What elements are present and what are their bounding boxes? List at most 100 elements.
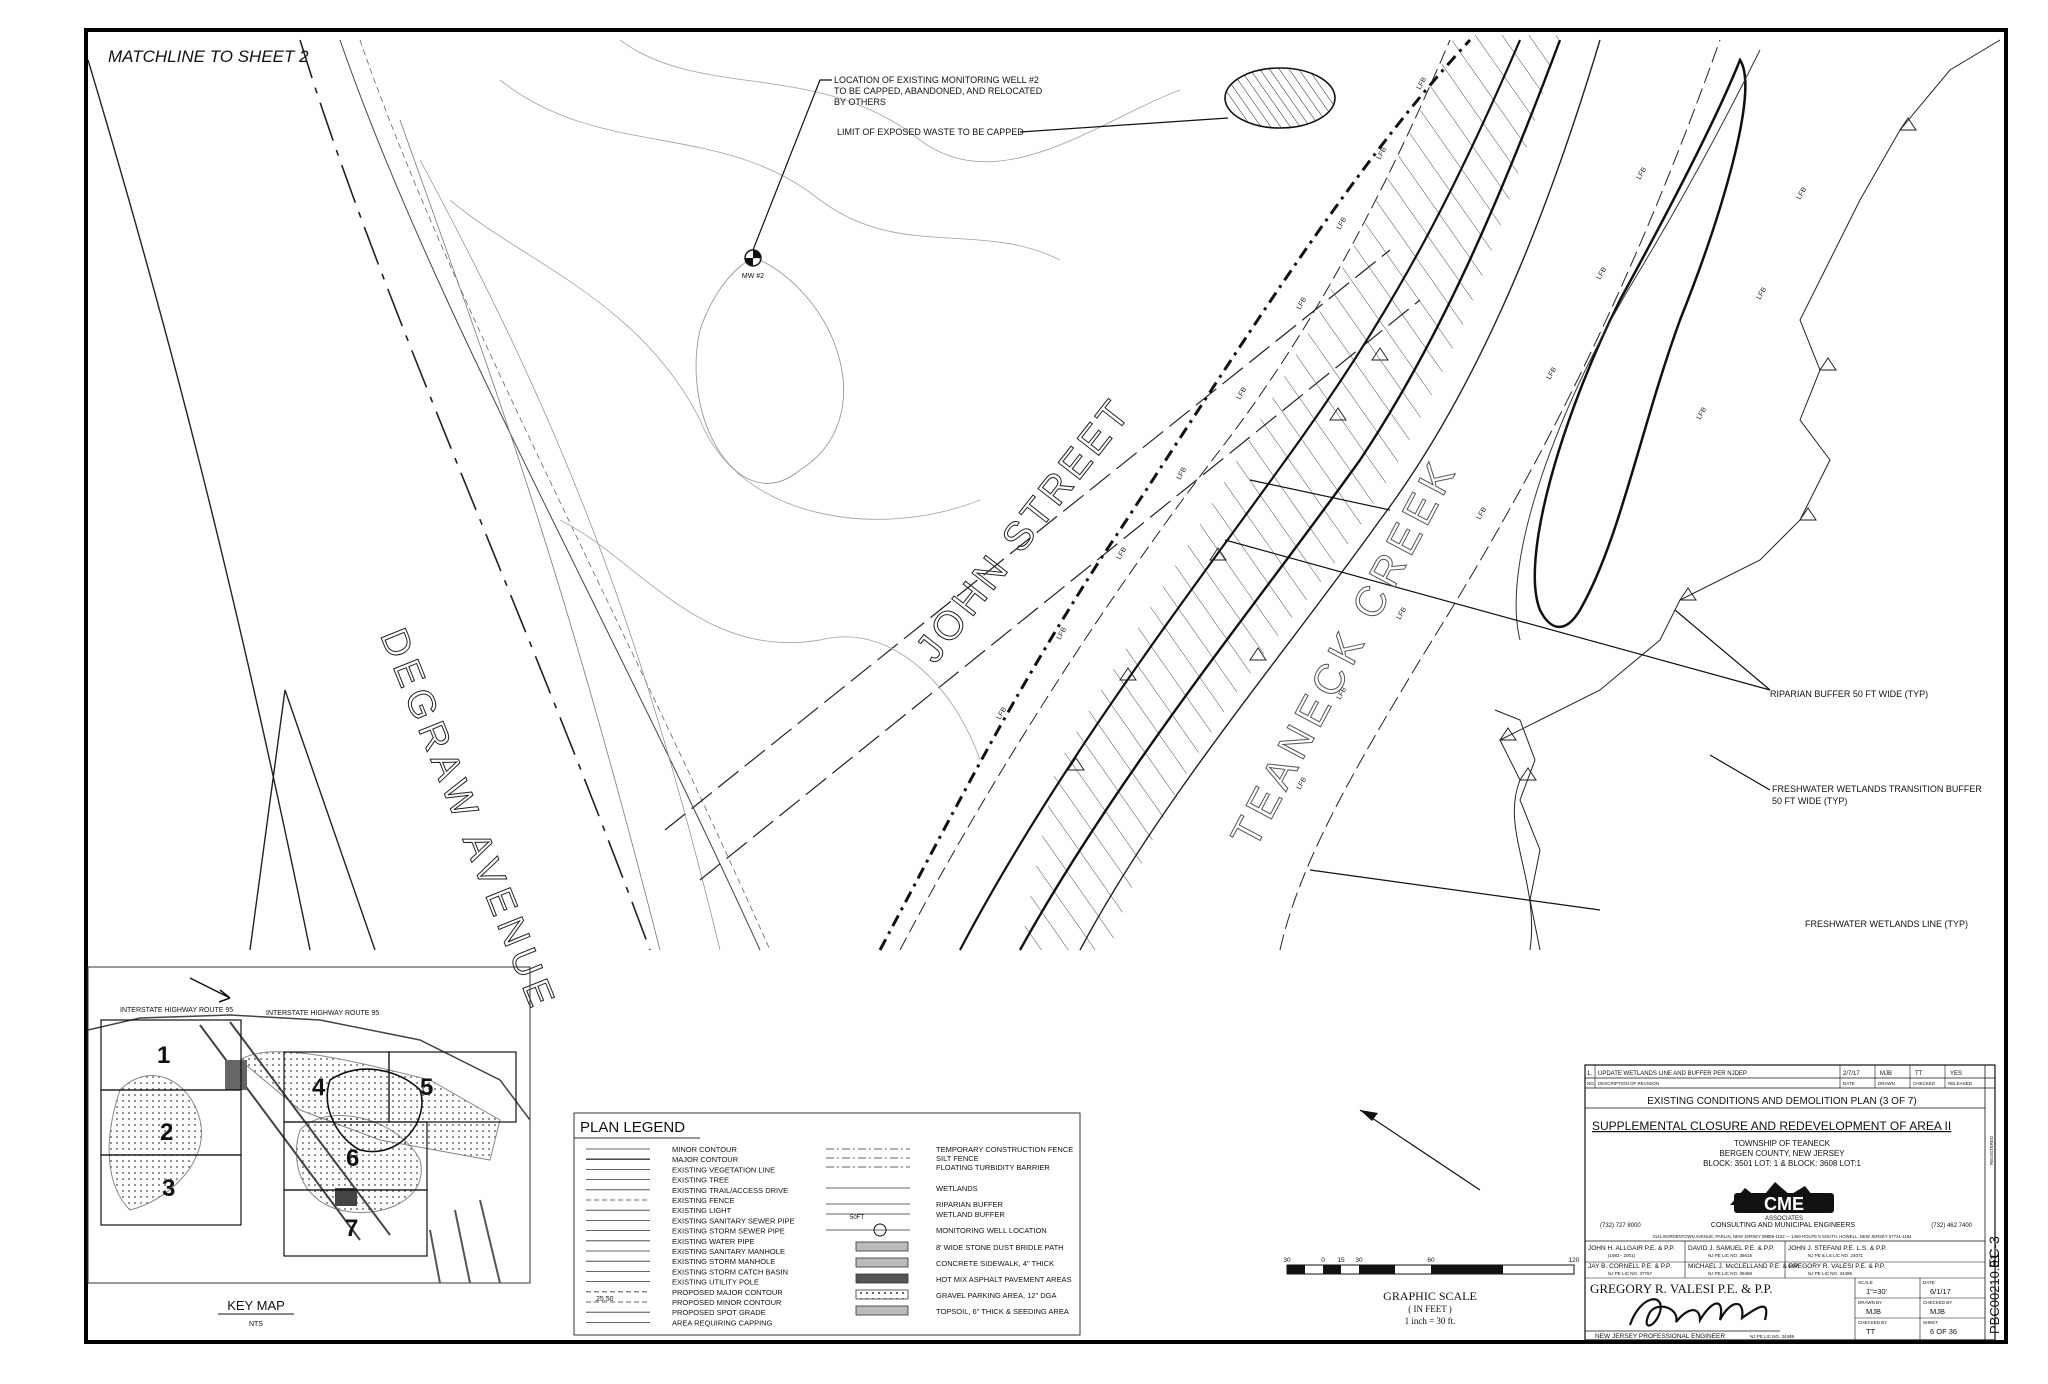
legend-item: MONITORING WELL LOCATION	[936, 1226, 1047, 1235]
graphic-scale: 30 0 15 30 60 120 GRAPHIC SCALE ( IN FEE…	[1283, 1257, 1579, 1326]
svg-text:TOWNSHIP OF TEANECK: TOWNSHIP OF TEANECK	[1734, 1139, 1831, 1148]
svg-text:CME: CME	[1764, 1194, 1804, 1214]
svg-text:MJB: MJB	[1866, 1307, 1881, 1316]
svg-text:GREGORY R. VALESI P.E. & P.P.: GREGORY R. VALESI P.E. & P.P.	[1590, 1281, 1773, 1296]
creek-bank-2	[1018, 39, 1562, 951]
svg-text:LFB: LFB	[1376, 146, 1389, 161]
svg-text:LFB: LFB	[1056, 626, 1069, 641]
svg-text:TT: TT	[1866, 1327, 1876, 1336]
engineer-license: (1983 - 2001)	[1608, 1253, 1636, 1258]
riparian-buffer-callout: RIPARIAN BUFFER 50 FT WIDE (TYP)	[1770, 689, 1928, 699]
svg-text:1.: 1.	[1587, 1071, 1592, 1077]
svg-text:CONSULTING AND MUNICIPAL ENGIN: CONSULTING AND MUNICIPAL ENGINEERS	[1711, 1222, 1856, 1229]
svg-text:LFB: LFB	[1236, 386, 1249, 401]
svg-text:2/7/17: 2/7/17	[1843, 1071, 1860, 1077]
legend-item: EXISTING SANITARY MANHOLE	[672, 1247, 785, 1256]
john-street-edge-1	[664, 249, 1391, 831]
svg-text:(732) 462 7400: (732) 462 7400	[1931, 1223, 1972, 1229]
svg-text:6/1/17: 6/1/17	[1930, 1287, 1951, 1296]
svg-text:BLOCK: 3501 LOT: 1 & BLOCK: 36: BLOCK: 3501 LOT: 1 & BLOCK: 3608 LOT:1	[1703, 1159, 1861, 1168]
traffic-island	[249, 689, 376, 951]
svg-text:1: 1	[157, 1042, 170, 1069]
svg-text:BY OTHERS: BY OTHERS	[834, 97, 886, 107]
key-map-north-arrow	[189, 977, 231, 1003]
svg-text:SUPPLEMENTAL CLOSURE AND REDEV: SUPPLEMENTAL CLOSURE AND REDEVELOPMENT O…	[1592, 1119, 1951, 1133]
legend-item: EXISTING STORM SEWER PIPE	[672, 1227, 785, 1236]
legend-item: AREA REQUIRING CAPPING	[672, 1318, 773, 1327]
svg-text:MJB: MJB	[1930, 1307, 1945, 1316]
svg-text:LFB: LFB	[1416, 76, 1429, 91]
svg-text:EC-3: EC-3	[1986, 1236, 2002, 1268]
legend-item: PROPOSED SPOT GRADE	[672, 1308, 766, 1317]
engineer-license: NJ PE LIC NO. 37767	[1608, 1271, 1653, 1276]
engineer-name: JAY B. CORNELL P.E. & P.P.	[1588, 1263, 1672, 1270]
legend-item: CONCRETE SIDEWALK, 4" THICK	[936, 1259, 1054, 1268]
svg-text:RELEASED: RELEASED	[1948, 1081, 1973, 1086]
svg-text:SHEET: SHEET	[1923, 1320, 1938, 1325]
key-map: INTERSTATE HIGHWAY ROUTE 95 INTERSTATE H…	[87, 966, 531, 1328]
engineer-name: GREGORY R. VALESI P.E. & P.P.	[1788, 1263, 1885, 1270]
legend-item: EXISTING SANITARY SEWER PIPE	[672, 1216, 795, 1225]
svg-text:DRAWN BY: DRAWN BY	[1858, 1300, 1882, 1305]
svg-text:NEW JERSEY PROFESSIONAL ENGINE: NEW JERSEY PROFESSIONAL ENGINEER	[1595, 1333, 1725, 1340]
matchline-label: MATCHLINE TO SHEET 2	[108, 47, 309, 66]
legend-item: EXISTING STORM CATCH BASIN	[672, 1267, 788, 1276]
svg-text:LFB: LFB	[1636, 166, 1649, 181]
legend-item: EXISTING VEGETATION LINE	[672, 1165, 775, 1174]
svg-text:MW #2: MW #2	[742, 273, 764, 280]
svg-text:INTERSTATE HIGHWAY ROUTE 95: INTERSTATE HIGHWAY ROUTE 95	[266, 1010, 379, 1017]
transition-buffer-callout-2: 50 FT WIDE (TYP)	[1772, 796, 1847, 806]
svg-text:1"=30': 1"=30'	[1866, 1287, 1888, 1296]
legend-item: EXISTING TREE	[672, 1176, 729, 1185]
svg-text:3: 3	[162, 1175, 175, 1202]
svg-text:DATE: DATE	[1843, 1081, 1855, 1086]
svg-text:30: 30	[1355, 1257, 1363, 1264]
degraw-avenue-edge-2	[339, 39, 761, 951]
svg-text:LFB: LFB	[1396, 606, 1409, 621]
svg-text:60: 60	[1427, 1257, 1435, 1264]
creek-bank-1	[959, 39, 1522, 951]
legend-item: PROPOSED MINOR CONTOUR	[672, 1298, 782, 1307]
svg-text:(732) 727 8000: (732) 727 8000	[1600, 1223, 1641, 1229]
monitoring-well-callout: LOCATION OF EXISTING MONITORING WELL #2 …	[834, 75, 1043, 107]
exposed-waste-callout: LIMIT OF EXPOSED WASTE TO BE CAPPED	[837, 127, 1024, 137]
john-street-edge-2	[699, 299, 1421, 881]
plan-view: LFB LFB LFB LFB LFB LFB LFB LFB LFB LFB …	[88, 35, 2001, 951]
svg-text:6 OF 36: 6 OF 36	[1930, 1327, 1957, 1336]
signature	[1628, 1298, 1768, 1327]
svg-text:MJB: MJB	[1880, 1071, 1892, 1077]
svg-text:CHECKED BY: CHECKED BY	[1858, 1320, 1887, 1325]
legend-item: EXISTING STORM MANHOLE	[672, 1257, 775, 1266]
wetland-buffer-line-east	[1279, 39, 1721, 951]
svg-text:PBC00210.01: PBC00210.01	[1987, 1253, 2002, 1334]
svg-text:25.50: 25.50	[596, 1296, 614, 1303]
svg-text:LFB: LFB	[1546, 366, 1559, 381]
svg-text:CHECKED BY: CHECKED BY	[1923, 1300, 1952, 1305]
svg-text:15: 15	[1337, 1257, 1345, 1264]
legend-item: MINOR CONTOUR	[672, 1145, 737, 1154]
svg-text:120: 120	[1569, 1257, 1580, 1264]
cme-logo: CME ASSOCIATES	[1730, 1182, 1834, 1222]
svg-text:LFB: LFB	[1476, 506, 1489, 521]
svg-text:PLAN LEGEND: PLAN LEGEND	[580, 1119, 685, 1136]
transition-buffer-callout-1: FRESHWATER WETLANDS TRANSITION BUFFER	[1772, 784, 1982, 794]
svg-text:LFB: LFB	[1336, 216, 1349, 231]
svg-text:REGISTERED: REGISTERED	[1989, 1135, 1994, 1165]
legend-item: HOT MIX ASPHALT PAVEMENT AREAS	[936, 1275, 1071, 1284]
svg-text:EXISTING CONDITIONS AND DEMOLI: EXISTING CONDITIONS AND DEMOLITION PLAN …	[1647, 1096, 1916, 1107]
svg-text:50FT: 50FT	[850, 1215, 864, 1221]
legend-item: EXISTING FENCE	[672, 1196, 735, 1205]
wetland-triangle-markers	[1067, 117, 1917, 781]
legend-item: EXISTING TRAIL/ACCESS DRIVE	[672, 1186, 788, 1195]
svg-text:ASSOCIATES: ASSOCIATES	[1765, 1216, 1803, 1222]
svg-text:INTERSTATE HIGHWAY ROUTE 95: INTERSTATE HIGHWAY ROUTE 95	[120, 1007, 233, 1014]
wetlands-line-callout: FRESHWATER WETLANDS LINE (TYP)	[1805, 919, 1968, 929]
svg-text:LFB: LFB	[1696, 406, 1709, 421]
legend-item: WETLANDS	[936, 1184, 978, 1193]
svg-text:5: 5	[420, 1074, 433, 1101]
monitoring-well-symbol: MW #2	[742, 249, 764, 280]
construction-fence-line	[878, 38, 1472, 951]
legend-item: SILT FENCE	[936, 1154, 979, 1163]
svg-text:2: 2	[160, 1119, 173, 1146]
svg-text:1 inch = 30 ft.: 1 inch = 30 ft.	[1405, 1316, 1456, 1326]
